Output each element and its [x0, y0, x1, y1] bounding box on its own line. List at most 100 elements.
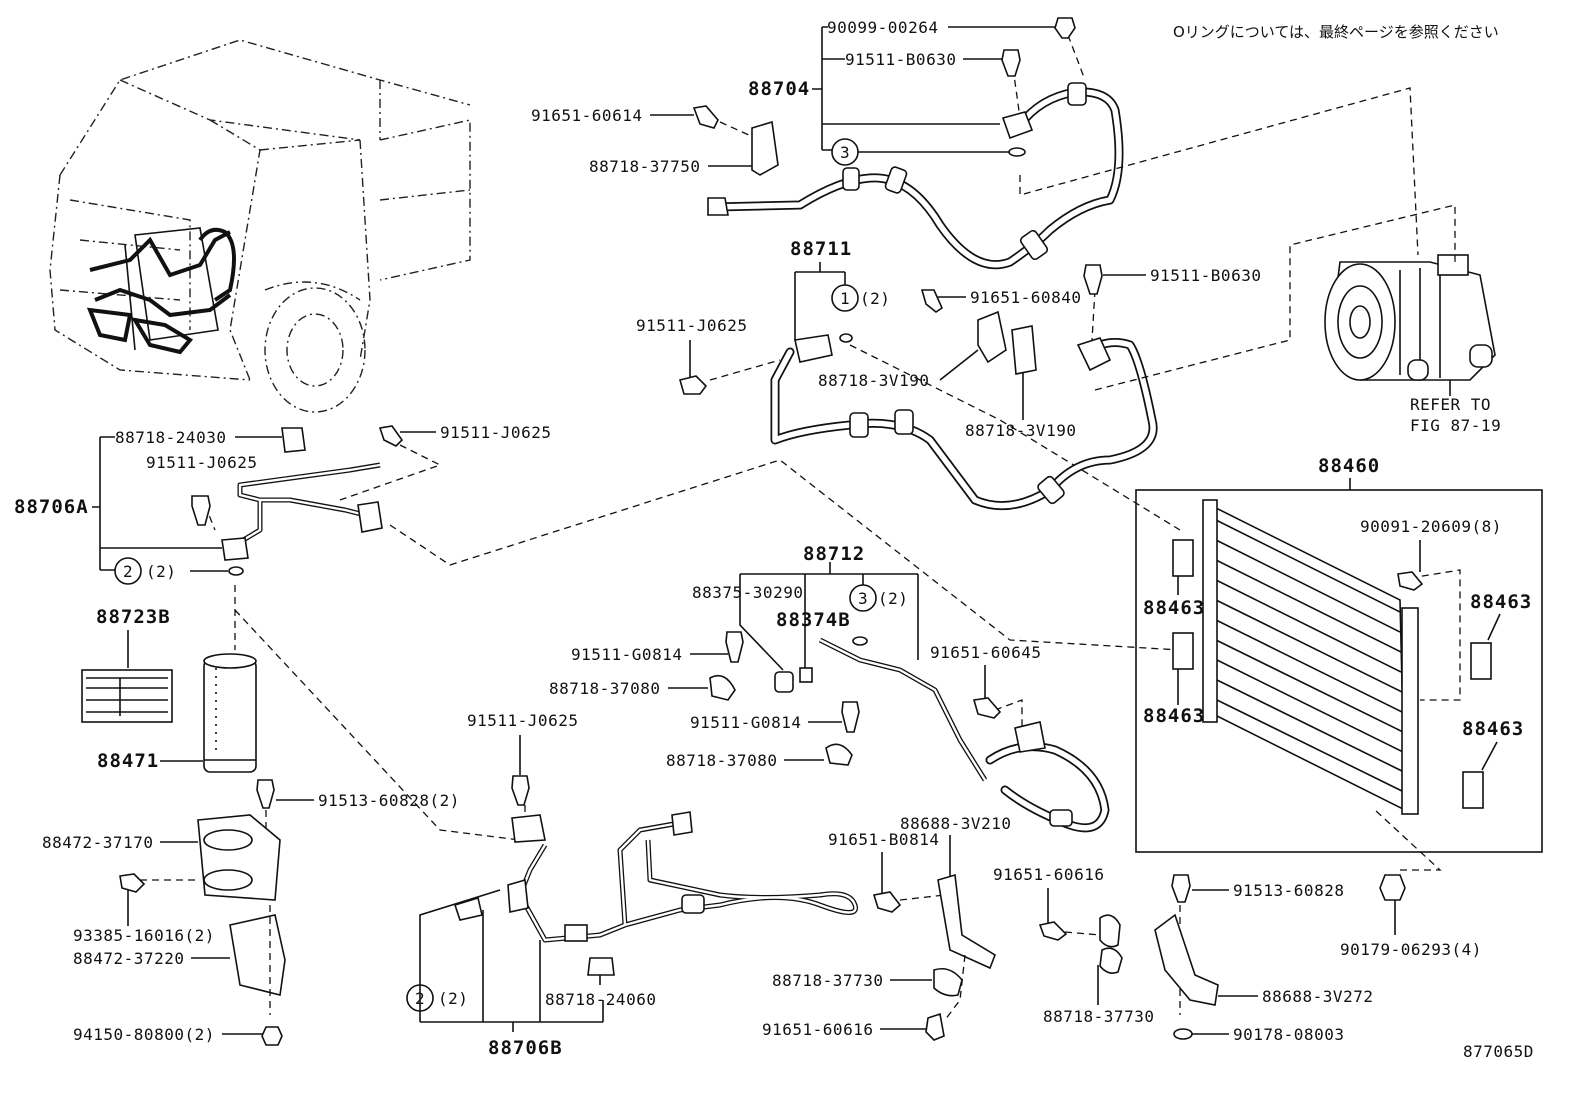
label-94150-80800: 94150-80800(2) [73, 1025, 215, 1044]
svg-text:3: 3 [840, 143, 850, 162]
label-91511-J0625-mid: 91511-J0625 [636, 316, 747, 335]
clamp-88718-24030 [281, 427, 306, 453]
truck-location-illustration [49, 39, 471, 413]
label-91651-60616-b: 91651-60616 [762, 1020, 873, 1039]
label-91511-G0814-a: 91511-G0814 [571, 645, 682, 664]
circle-ref-1 [831, 284, 859, 312]
svg-text:2: 2 [415, 989, 425, 1008]
label-88718-24060: 88718-24060 [545, 990, 656, 1009]
bracket-88463-c [1470, 642, 1492, 680]
label-88718-37080-b: 88718-37080 [666, 751, 777, 770]
label-93385-16016: 93385-16016(2) [73, 926, 215, 945]
label-88718-24030: 88718-24030 [115, 428, 226, 447]
dryer-mount-bracket [229, 914, 286, 996]
bolt-91651-60616-a [1038, 921, 1068, 941]
label-88463-c: 88463 [1470, 591, 1532, 613]
label-90099-00264: 90099-00264 [827, 18, 938, 37]
label-88718-3V190-b: 88718-3V190 [965, 421, 1076, 440]
svg-text:3: 3 [858, 589, 868, 608]
refer-to-text: REFER TO [1410, 395, 1491, 414]
label-91513-60828-qty2: 91513-60828(2) [318, 791, 460, 810]
bolt-91651-B0814 [872, 891, 902, 913]
label-88718-37750: 88718-37750 [589, 157, 700, 176]
bolt-91651-60614 [692, 105, 719, 129]
label-91511-J0625-left: 91511-J0625 [146, 453, 257, 472]
valve-core-88374B [799, 667, 813, 683]
circle-ref-2-b [406, 984, 434, 1012]
washer-90178 [1173, 1028, 1193, 1040]
qty-2-c: (2) [878, 589, 908, 608]
label-88711: 88711 [790, 238, 852, 260]
bracket-88688-3V210 [937, 873, 996, 970]
label-88718-37080-a: 88718-37080 [549, 679, 660, 698]
label-88375-30290: 88375-30290 [692, 583, 803, 602]
compressor [1324, 254, 1496, 381]
label-88706A: 88706A [14, 496, 89, 518]
valve-cap-88375 [774, 671, 794, 693]
circle-ref-3-mid [849, 584, 877, 612]
label-91651-60840: 91651-60840 [970, 288, 1081, 307]
label-88712: 88712 [803, 543, 865, 565]
nut-90179 [1379, 874, 1406, 901]
label-90179-06293: 90179-06293(4) [1340, 940, 1482, 959]
tube-88706A [221, 462, 383, 561]
bolt-91511-J0625-left [191, 495, 211, 526]
clamp-88718-3V190-b [1011, 325, 1037, 375]
circle-ref-2-a [114, 557, 142, 585]
bracket-88688-3V272 [1154, 913, 1219, 1006]
bolt-91651-60645 [972, 697, 1002, 719]
dryer-clamp-bracket [197, 814, 281, 901]
clamp-88718-37730-b [1099, 914, 1121, 948]
clamp-88718-37730-a [933, 967, 963, 997]
label-91651-60616-a: 91651-60616 [993, 865, 1104, 884]
bolt-93385-16016 [119, 873, 146, 893]
bolt-91511-J0625-mid [679, 375, 708, 395]
figure-code: 877065D [1463, 1042, 1534, 1061]
label-88718-37730-b: 88718-37730 [1043, 1007, 1154, 1026]
svg-text:1: 1 [840, 289, 850, 308]
label-88718-3V190-a: 88718-3V190 [818, 371, 929, 390]
label-88718-37730-a: 88718-37730 [772, 971, 883, 990]
qty-2-b: (2) [146, 562, 176, 581]
label-91511-J0625-low: 91511-J0625 [467, 711, 578, 730]
bolt-91511-G0814-a [725, 631, 744, 663]
label-91651-60614: 91651-60614 [531, 106, 642, 125]
refer-to-fig: FIG 87-19 [1410, 416, 1501, 435]
qty-2-a: (2) [860, 289, 890, 308]
bracket-88463-a [1172, 539, 1194, 577]
label-88471: 88471 [97, 750, 159, 772]
bolt-90099-00264 [1054, 17, 1076, 39]
bolt-91651-60840 [920, 289, 944, 313]
clamp-88718-3V190-a [977, 310, 1007, 364]
label-90178-08003: 90178-08003 [1233, 1025, 1344, 1044]
label-90091-20609: 90091-20609(8) [1360, 517, 1502, 536]
tube-88712 [818, 637, 1110, 833]
label-91511-B0630-right: 91511-B0630 [1150, 266, 1261, 285]
label-88463-d: 88463 [1462, 718, 1524, 740]
label-91651-60645: 91651-60645 [930, 643, 1041, 662]
bolt-91651-60616-b [925, 1012, 945, 1041]
label-91511-G0814-b: 91511-G0814 [690, 713, 801, 732]
bolt-91511-B0630-top [1001, 49, 1021, 77]
label-88460: 88460 [1318, 455, 1380, 477]
label-91651-B0814: 91651-B0814 [828, 830, 939, 849]
label-88463-b: 88463 [1143, 705, 1205, 727]
label-91511-J0625-right: 91511-J0625 [440, 423, 551, 442]
label-88688-3V272: 88688-3V272 [1262, 987, 1373, 1006]
tube-88706B [453, 811, 859, 943]
clamp-88718-24060 [587, 957, 615, 976]
label-88723B: 88723B [96, 606, 171, 628]
bolt-91511-G0814-b [841, 701, 860, 733]
clamp-88718-37080-a [709, 674, 736, 701]
label-88706B: 88706B [488, 1037, 563, 1059]
nut-94150 [261, 1026, 283, 1046]
bracket-88463-d [1462, 771, 1484, 809]
label-88704: 88704 [748, 78, 810, 100]
clamp-88718-37080-b [825, 743, 853, 766]
suction-hose-88704 [707, 82, 1124, 270]
bolt-91511-B0630-right [1083, 264, 1103, 295]
svg-text:2: 2 [123, 562, 133, 581]
label-88688-3V210: 88688-3V210 [900, 814, 1011, 833]
clamp-88718-37750 [751, 120, 779, 176]
